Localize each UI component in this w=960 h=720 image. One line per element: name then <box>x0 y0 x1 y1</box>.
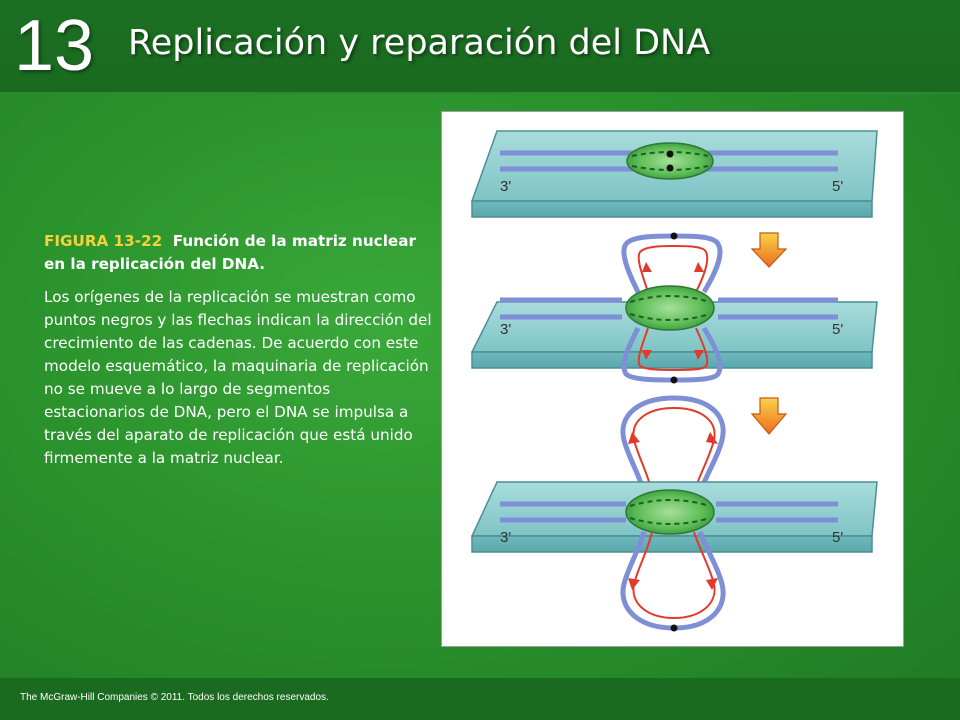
figure-number: FIGURA 13-22 <box>44 232 163 250</box>
down-arrow-icon <box>750 397 788 435</box>
copyright-notice: The McGraw-Hill Companies © 2011. Todos … <box>20 692 329 703</box>
panel-1-label-left: 3' <box>500 178 511 195</box>
panel-3: 3' 5' <box>470 395 878 632</box>
panel-3-label-left: 3' <box>500 529 511 546</box>
panel-2-label-right: 5' <box>832 321 843 338</box>
caption-heading: FIGURA 13-22 Función de la matriz nuclea… <box>44 230 434 276</box>
panel-1: 3' 5' <box>470 130 878 218</box>
header-bar: 13 Replicación y reparación del DNA <box>0 0 960 94</box>
down-arrow-icon <box>750 232 788 268</box>
chapter-number: 13 <box>14 6 95 86</box>
figure-caption: FIGURA 13-22 Función de la matriz nuclea… <box>44 230 434 470</box>
caption-body: Los orígenes de la replicación se muestr… <box>44 288 432 467</box>
panel-3-label-right: 5' <box>832 529 843 546</box>
panel-1-label-right: 5' <box>832 178 843 195</box>
slide-title: Replicación y reparación del DNA <box>128 23 711 63</box>
figure-title: Función de la matriz nuclear en la repli… <box>44 232 416 273</box>
figure-illustration: 3' 5' 3' 5' <box>470 130 878 632</box>
panel-2-label-left: 3' <box>500 321 511 338</box>
footer-bar: The McGraw-Hill Companies © 2011. Todos … <box>0 678 960 720</box>
panel-2: 3' 5' <box>470 232 878 384</box>
dna-replication-figure: 3' 5' 3' 5' <box>441 111 904 647</box>
